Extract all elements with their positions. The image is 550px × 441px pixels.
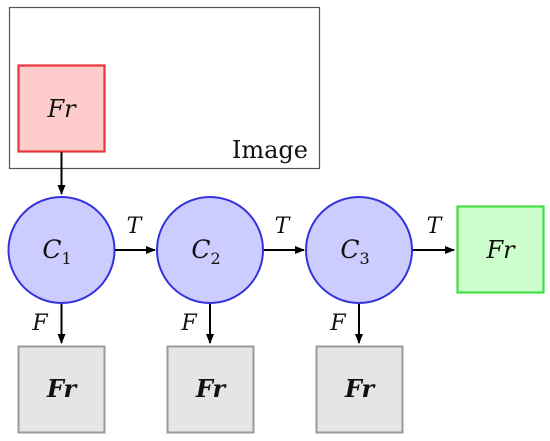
classifier-2-name: C [191, 235, 210, 264]
svg-text:C1: C1 [42, 235, 71, 268]
classifier-2: C2 [156, 196, 264, 304]
output-node [456, 205, 545, 294]
input-node [17, 64, 106, 153]
classifier-3: C3 [305, 196, 413, 304]
true-label-3: T [427, 214, 444, 239]
svg-text:C3: C3 [340, 235, 369, 268]
image-label: Image [232, 136, 308, 164]
true-label-2: T [275, 214, 292, 239]
image-frame [8, 6, 321, 170]
reject-node-1-label: Fr [46, 374, 79, 403]
false-label-1: F [31, 311, 48, 336]
reject-node-2 [166, 345, 255, 434]
output-node-label: Fr [485, 236, 516, 264]
classifier-1: C1 [7, 196, 116, 304]
classifier-3-name: C [340, 235, 359, 264]
classifier-3-sub: 3 [359, 249, 369, 268]
svg-text:C2: C2 [191, 235, 220, 268]
reject-node-1 [17, 345, 106, 434]
input-node-label: Fr [46, 95, 77, 123]
reject-node-3-label: Fr [344, 374, 377, 403]
false-label-3: F [329, 311, 346, 336]
classifier-2-sub: 2 [210, 249, 220, 268]
reject-node-2-label: Fr [195, 374, 228, 403]
false-label-2: F [180, 311, 197, 336]
classifier-1-name: C [42, 235, 61, 264]
reject-node-3 [315, 345, 404, 434]
classifier-1-sub: 1 [61, 249, 71, 268]
true-label-1: T [127, 214, 144, 239]
